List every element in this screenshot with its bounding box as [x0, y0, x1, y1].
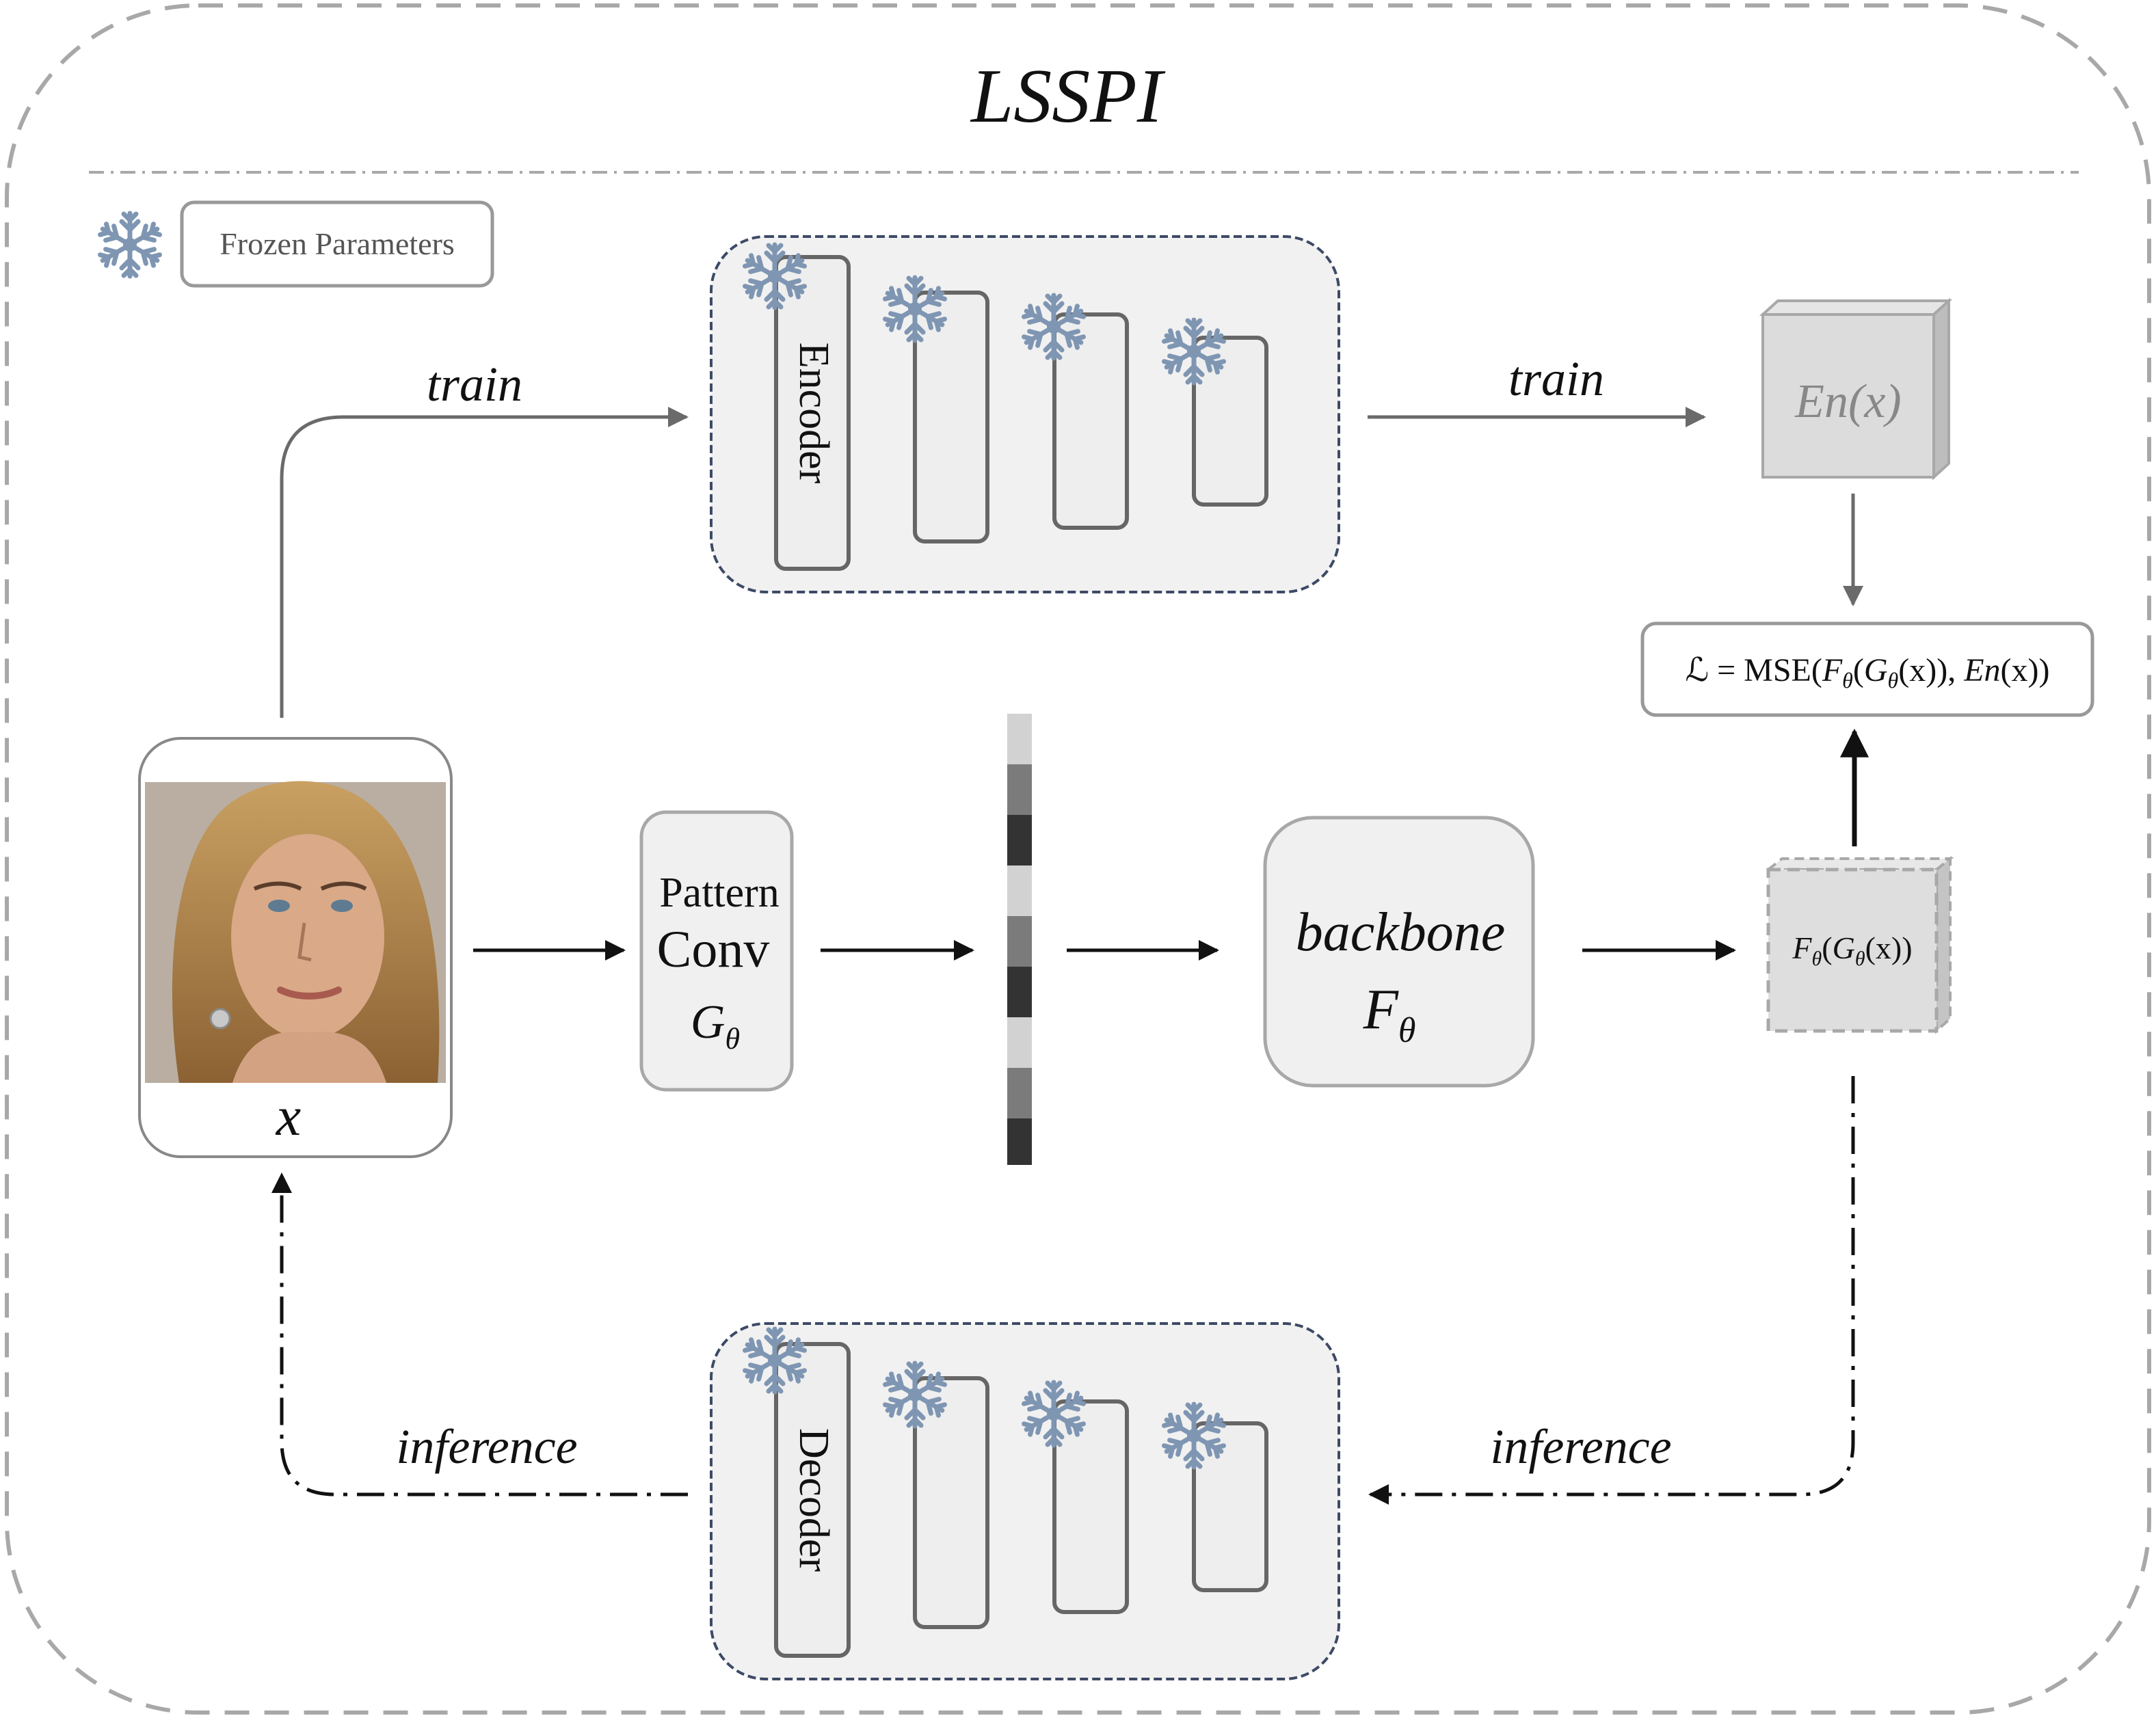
loss-box	[1640, 621, 2094, 717]
decoder-layer-1	[774, 1342, 851, 1658]
backbone-block: backbone Fθ	[1263, 816, 1535, 1088]
label-inference-right: inference	[1490, 1419, 1671, 1474]
encoder-container	[710, 235, 1340, 593]
loss-formula: ℒ = MSE(Fθ(Gθ(x)), En(x))	[1686, 652, 2050, 693]
arrow-train-input-to-encoder	[280, 407, 689, 718]
input-symbol: x	[276, 1085, 301, 1147]
backbone-symbol: Fθ	[1363, 978, 1416, 1050]
input-card: x	[138, 737, 453, 1158]
page-title: LSSPI	[970, 54, 1166, 139]
en-output-cube: En(x)	[1759, 297, 1953, 481]
decoder-layer-2	[913, 1376, 989, 1629]
legend: Frozen Parameters	[98, 200, 494, 288]
backbone-box	[1263, 816, 1535, 1088]
pattern-conv-line2: Conv	[657, 921, 770, 978]
encoder-module: Encoder	[710, 235, 1340, 593]
arrow-inference-decoder-to-input	[271, 1172, 688, 1496]
decoder-layer-3	[1052, 1399, 1129, 1614]
legend-box	[180, 200, 494, 288]
decoder-container	[710, 1322, 1340, 1680]
pattern-conv-line1: Pattern	[659, 870, 780, 916]
outer-frame	[5, 3, 2151, 1715]
encoder-layer-2	[913, 291, 989, 543]
encoder-layer-3	[1052, 312, 1129, 530]
pattern-conv-symbol: Gθ	[691, 996, 740, 1056]
feature-output-box	[1766, 868, 1939, 1033]
encoder-layer-1	[774, 255, 851, 571]
label-train-left: train	[427, 357, 522, 412]
encoder-layer-4	[1192, 336, 1268, 507]
en-output-box	[1761, 313, 1935, 479]
face-image	[145, 781, 446, 1083]
backbone-label: backbone	[1296, 902, 1506, 963]
pattern-conv-box	[639, 810, 794, 1092]
feature-output-cube: Fθ(Gθ(x))	[1764, 855, 1954, 1034]
encoder-label: Encoder	[790, 343, 837, 484]
pattern-vector	[1007, 714, 1032, 1165]
arrow-inference-feature-to-decoder	[1368, 1076, 1855, 1505]
en-output-label: En(x)	[1794, 375, 1901, 428]
decoder-layer-4	[1192, 1421, 1268, 1592]
loss-block: ℒ = MSE(Fθ(Gθ(x)), En(x))	[1640, 621, 2094, 717]
pattern-conv-block: Pattern Conv Gθ	[639, 810, 794, 1092]
snowflake-icon	[98, 213, 161, 276]
decoder-label: Decoder	[790, 1428, 837, 1572]
decoder-module: Decoder	[710, 1322, 1340, 1680]
label-inference-left: inference	[396, 1419, 577, 1474]
feature-output-label: Fθ(Gθ(x))	[1792, 930, 1912, 970]
label-train-right: train	[1508, 351, 1604, 406]
legend-label: Frozen Parameters	[219, 226, 455, 261]
